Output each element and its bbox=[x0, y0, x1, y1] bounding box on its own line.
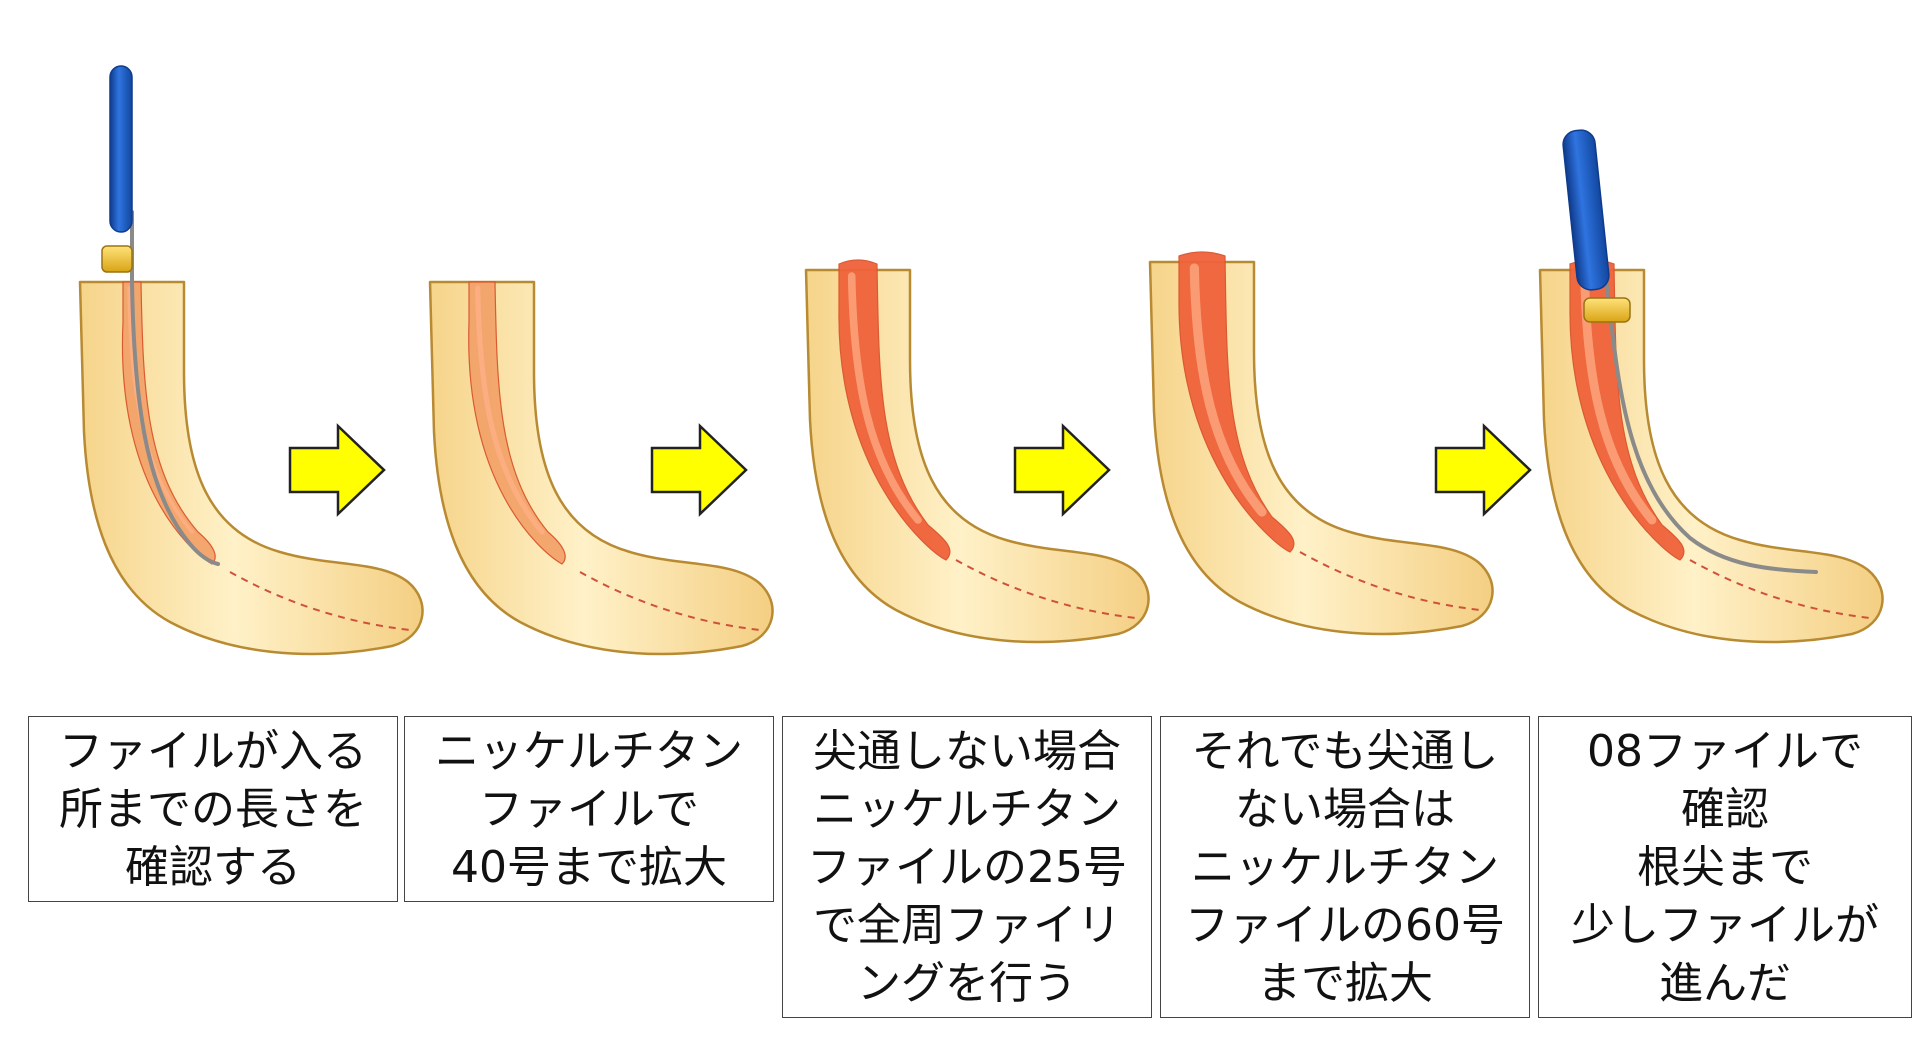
caption-line: 進んだ bbox=[1659, 958, 1791, 1009]
file-handle-icon bbox=[1562, 129, 1610, 291]
arrow-shape bbox=[1434, 423, 1532, 517]
right-arrow-icon bbox=[650, 423, 748, 517]
root-canal bbox=[1569, 259, 1685, 561]
caption-box-step-3: 尖通しない場合ニッケルチタンファイルの25号で全周ファイリングを行う bbox=[782, 716, 1152, 1018]
file-shaft bbox=[1600, 248, 1818, 574]
caption-line: ない場合は bbox=[1235, 784, 1455, 835]
tooth-root bbox=[804, 268, 1150, 644]
caption-line: 確認 bbox=[1681, 784, 1769, 835]
canal-highlight bbox=[475, 285, 545, 535]
root-canal bbox=[838, 259, 951, 561]
tooth-step-4 bbox=[1148, 251, 1494, 636]
canal-highlight bbox=[847, 272, 922, 524]
caption-line: ファイルの60号 bbox=[1185, 900, 1505, 951]
caption-line: 少しファイルが bbox=[1571, 900, 1879, 951]
root-canal bbox=[1178, 251, 1295, 553]
caption-line: 所までの長さを bbox=[59, 784, 367, 835]
rubber-stopper-icon bbox=[101, 245, 133, 273]
caption-line: ファイルが入る bbox=[59, 726, 367, 777]
tooth-root bbox=[78, 280, 424, 656]
root-canal bbox=[468, 281, 566, 565]
right-arrow-icon bbox=[1434, 423, 1532, 517]
file-shaft bbox=[130, 210, 220, 566]
tooth-step-5 bbox=[1538, 129, 1884, 644]
caption-line: で全周ファイリ bbox=[813, 900, 1121, 951]
caption-line: 40号まで拡大 bbox=[451, 842, 727, 893]
canal-highlight bbox=[1189, 263, 1267, 517]
caption-line: ニッケルチタン bbox=[813, 784, 1121, 835]
tooth-root bbox=[428, 280, 774, 656]
arrow-shape bbox=[1013, 423, 1111, 517]
caption-line: 根尖まで bbox=[1637, 842, 1813, 893]
tooth-step-2 bbox=[428, 280, 774, 656]
right-arrow-icon bbox=[1013, 423, 1111, 517]
caption-line: 08ファイルで bbox=[1587, 726, 1863, 777]
tooth-root bbox=[1538, 268, 1884, 644]
tooth-step-1 bbox=[78, 65, 424, 656]
arrow-shape bbox=[650, 423, 748, 517]
caption-box-step-4: それでも尖通しない場合はニッケルチタンファイルの60号まで拡大 bbox=[1160, 716, 1530, 1018]
tooth-step-3 bbox=[804, 259, 1150, 644]
caption-line: それでも尖通し bbox=[1191, 726, 1499, 777]
caption-line: ニッケルチタン bbox=[435, 726, 743, 777]
arrow-shape bbox=[288, 423, 386, 517]
caption-line: ングを行う bbox=[857, 958, 1077, 1009]
caption-line: ファイルで bbox=[479, 784, 699, 835]
caption-box-step-5: 08ファイルで確認根尖まで少しファイルが進んだ bbox=[1538, 716, 1912, 1018]
caption-box-step-2: ニッケルチタンファイルで 40号まで拡大 bbox=[404, 716, 774, 902]
tooth-root bbox=[1148, 260, 1494, 636]
right-arrow-icon bbox=[288, 423, 386, 517]
caption-line: 尖通しない場合 bbox=[813, 726, 1121, 777]
caption-box-step-1: ファイルが入る所までの長さを確認する bbox=[28, 716, 398, 902]
file-handle-icon bbox=[109, 65, 133, 233]
rubber-stopper-icon bbox=[1583, 297, 1631, 323]
caption-line: ニッケルチタン bbox=[1191, 842, 1499, 893]
caption-line: まで拡大 bbox=[1257, 958, 1433, 1009]
caption-line: 確認する bbox=[125, 842, 301, 893]
caption-line: ファイルの25号 bbox=[807, 842, 1127, 893]
